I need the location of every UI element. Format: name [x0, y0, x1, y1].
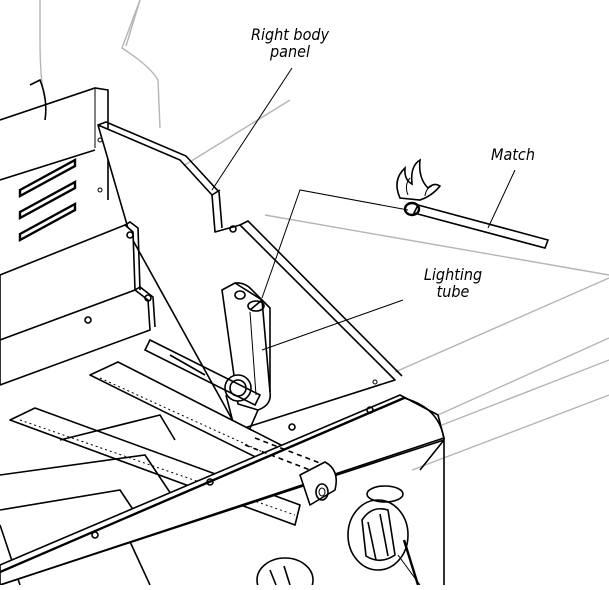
lighting-tube-bracket: [221, 282, 272, 434]
vent-slots: [18, 157, 77, 243]
match-and-flame: [396, 158, 550, 249]
label-lighting-tube: Lighting tube: [408, 266, 498, 300]
control-knobs: [256, 437, 445, 590]
label-match: Match: [478, 146, 548, 163]
control-panel-rail: [0, 394, 445, 586]
front-cross-members: [0, 221, 156, 386]
left-housing: [0, 78, 109, 243]
igniter-tube: [244, 437, 338, 506]
background-outline: [0, 0, 609, 471]
right-body-panel: [97, 121, 403, 431]
label-right-body-panel-line1: Right body: [250, 25, 330, 44]
label-lighting-tube-line1: Lighting: [423, 265, 483, 284]
label-lighting-tube-line2: tube: [436, 282, 470, 301]
label-right-body-panel: Right body panel: [236, 26, 344, 60]
flame-icon: [396, 158, 442, 201]
leader-lines: [211, 67, 516, 586]
label-right-body-panel-line2: panel: [270, 42, 310, 61]
label-match-text: Match: [491, 145, 535, 164]
